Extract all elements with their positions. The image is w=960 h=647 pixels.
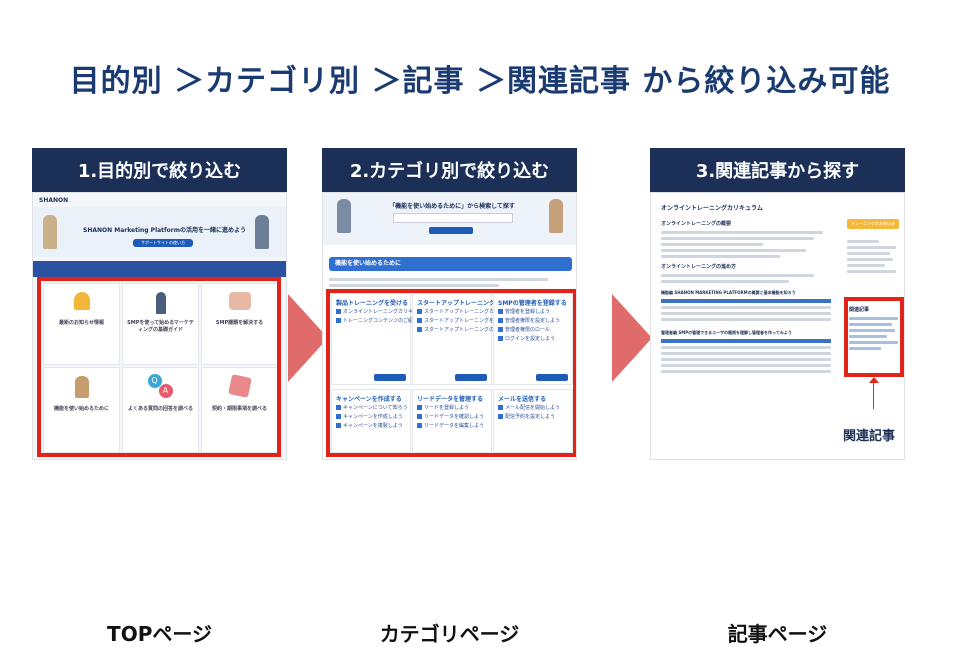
category-title-link[interactable]: メールを送信する (498, 396, 547, 403)
notice-bar (33, 261, 286, 277)
person-illustration (255, 215, 269, 249)
hero-button[interactable]: サポートサイトの使い方 (133, 239, 193, 247)
category-page-screenshot: 「機能を使い始めるために」から検索して探す 機能を使い始めるために 製品トレーニ… (322, 192, 577, 460)
article-link[interactable]: 管理者権限のロール (498, 326, 560, 335)
category-card[interactable]: スタートアップトレーニング スタートアップトレーニングカリキュラム スタートアッ… (412, 293, 519, 385)
panel-header: 3.関連記事から探す (650, 148, 905, 192)
section-heading: 管理者編 SMPの管理できるユーザの権限を理解し管理者を作ってみよう (661, 330, 792, 335)
related-heading: 関連記事 (849, 307, 870, 313)
panel-article-page: 3.関連記事から探す オンライントレーニングカリキュラム オンライントレーニング… (650, 148, 905, 646)
person-illustration (337, 199, 351, 233)
card-title: 最新のお知らせ情報 (59, 320, 104, 326)
category-card[interactable]: SMPの管理者を登録する 管理者を登録しよう 管理者権限を設定しよう 管理者権限… (493, 293, 573, 385)
more-button[interactable] (455, 374, 487, 381)
article-link[interactable]: キャンペーンを作成しよう (336, 413, 408, 422)
highlight-box (37, 277, 281, 457)
section-heading: 機能編 SHANON MARKETING PLATFORMの概要と基本機能を知ろ… (661, 290, 796, 295)
arrow-right-icon (612, 294, 652, 382)
article-link[interactable]: オンライントレーニングカリキュラム (336, 308, 428, 317)
article-link[interactable]: ログインを設定しよう (498, 335, 560, 344)
article-link[interactable]: スタートアップトレーニングを始める (417, 317, 519, 326)
panel-caption: TOPページ (107, 622, 212, 646)
card[interactable]: 機能を使い始めるために (43, 367, 120, 453)
article-link[interactable]: 管理者を登録しよう (498, 308, 560, 317)
pointer-arrow-icon (869, 377, 879, 383)
highlight-box (326, 289, 576, 457)
category-card[interactable]: キャンペーンを作成する キャンペーンについて知ろう キャンペーンを作成しよう キ… (331, 389, 411, 453)
training-apply-button[interactable]: トレーニングのお申込み (847, 219, 899, 229)
qa-icon: Q A (146, 374, 176, 400)
card[interactable]: 最新のお知らせ情報 (43, 283, 120, 365)
card-title: 機能を使い始めるために (53, 406, 109, 412)
panel-header: 2.カテゴリ別で絞り込む (322, 148, 577, 192)
article-link[interactable]: メール配信を開始しよう (498, 404, 560, 413)
person-icon (155, 292, 166, 314)
person-illustration (43, 215, 57, 249)
panel-caption: 記事ページ (727, 622, 828, 646)
card-title: 契約・期限事項を調べる (211, 406, 267, 412)
article-link[interactable]: スタートアップトレーニングカリキュラム (417, 308, 519, 317)
pointer-line (873, 379, 874, 409)
card[interactable]: SMP課題を解決する (201, 283, 278, 365)
article-title: オンライントレーニングカリキュラム (661, 205, 763, 212)
person-illustration (549, 199, 563, 233)
more-button[interactable] (536, 374, 568, 381)
panel-header: 1.目的別で絞り込む (32, 148, 287, 192)
section-heading: オンライントレーニングの進め方 (661, 264, 737, 270)
section-heading: オンライントレーニングの概要 (661, 221, 732, 227)
category-card[interactable]: メールを送信する メール配信を開始しよう 配信予約を設定しよう (493, 389, 573, 453)
person-icon (74, 376, 89, 398)
hero-text: SHANON Marketing Platformの活用を一緒に進めよう (83, 227, 246, 234)
meeting-icon (228, 292, 251, 310)
card-title: SMPを使って始めるマーケティングの基礎ガイド (127, 320, 194, 333)
article-link[interactable]: キャンペーンについて知ろう (336, 404, 408, 413)
category-card[interactable]: リードデータを管理する リードを登録しよう リードデータを確認しよう リードデー… (412, 389, 492, 453)
article-link[interactable]: キャンペーンを複製しよう (336, 422, 408, 431)
related-label: 関連記事 (843, 429, 896, 444)
category-title-link[interactable]: 製品トレーニングを受ける (336, 300, 409, 307)
brand-logo: SHANON (39, 197, 69, 204)
page-title: 目的別 ＞カテゴリ別 ＞記事 ＞関連記事 から絞り込み可能 (69, 64, 891, 99)
category-title-link[interactable]: リードデータを管理する (417, 396, 484, 403)
article-link[interactable]: リードデータを編集しよう (417, 422, 484, 431)
article-link[interactable]: リードを登録しよう (417, 404, 484, 413)
arrow-right-icon (288, 294, 328, 382)
article-link[interactable]: 配信予約を設定しよう (498, 413, 560, 422)
category-card[interactable]: 製品トレーニングを受ける オンライントレーニングカリキュラム トレーニングコンテ… (331, 293, 428, 385)
panel-category-page: 2.カテゴリ別で絞り込む 「機能を使い始めるために」から検索して探す 機能を使い… (322, 148, 577, 646)
panel-top-page: 1.目的別で絞り込む SHANON SHANON Marketing Platf… (32, 148, 287, 646)
panel-caption: カテゴリページ (379, 622, 520, 646)
article-link[interactable]: スタートアップトレーニングの流れ (417, 326, 519, 335)
article-link[interactable]: 管理者権限を設定しよう (498, 317, 560, 326)
article-link[interactable]: トレーニングコンテンツのご紹介 (336, 317, 428, 326)
card-title: SMP課題を解決する (215, 320, 264, 326)
category-title-link[interactable]: スタートアップトレーニング (417, 300, 496, 307)
search-button[interactable] (429, 227, 473, 234)
highlight-box (844, 297, 904, 377)
search-title: 「機能を使い始めるために」から検索して探す (389, 203, 515, 210)
top-page-screenshot: SHANON SHANON Marketing Platformの活用を一緒に進… (32, 192, 287, 460)
category-title-link[interactable]: SMPの管理者を登録する (498, 300, 567, 307)
card-title: よくある質問の回答を調べる (127, 406, 193, 412)
search-input[interactable] (393, 213, 513, 223)
category-title-link[interactable]: キャンペーンを作成する (336, 396, 402, 403)
more-button[interactable] (374, 374, 406, 381)
card[interactable]: Q A よくある質問の回答を調べる (122, 367, 199, 453)
card[interactable]: SMPを使って始めるマーケティングの基礎ガイド (122, 283, 199, 365)
bell-icon (73, 292, 90, 310)
category-banner: 機能を使い始めるために (329, 257, 572, 271)
article-link[interactable]: リードデータを確認しよう (417, 413, 484, 422)
article-page-screenshot: オンライントレーニングカリキュラム オンライントレーニングの概要 オンライントレ… (650, 192, 905, 460)
